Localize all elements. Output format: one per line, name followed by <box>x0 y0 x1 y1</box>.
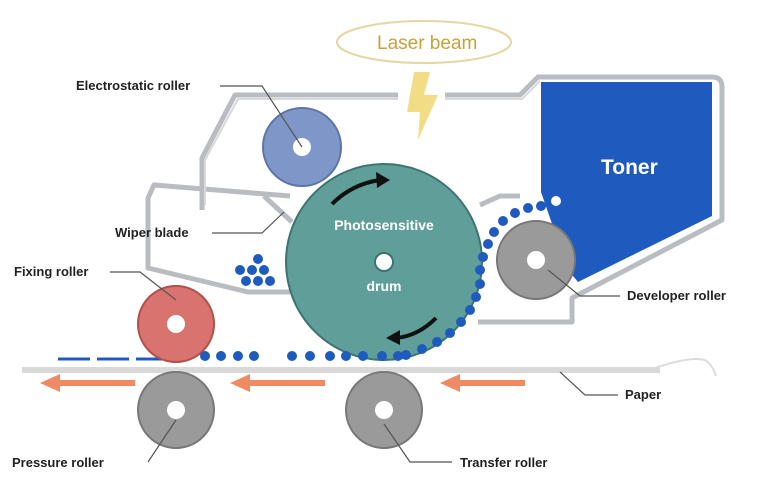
wiper-blade <box>262 194 294 224</box>
laser-beam-label: Laser beam <box>377 33 477 54</box>
drum-label-line2: drum <box>367 278 402 294</box>
label-pressure-roller: Pressure roller <box>12 455 104 470</box>
arrow-head-icon <box>386 330 400 345</box>
drum-label-line1: Photosensitive <box>334 217 434 233</box>
printer-housing-inner <box>204 80 541 205</box>
arrow-left-icon <box>40 374 135 392</box>
paper-feed-arrows <box>40 374 525 392</box>
toner-particle-outline <box>549 194 563 208</box>
transfer-roller-hub <box>375 401 393 419</box>
toner-hopper <box>541 82 712 282</box>
developer-roller-hub <box>527 251 545 269</box>
label-wiper-blade: Wiper blade <box>115 225 189 240</box>
laser-beam-callout <box>336 20 512 64</box>
label-fixing-roller: Fixing roller <box>14 264 88 279</box>
printer-housing <box>145 74 725 325</box>
drum-hub <box>374 252 394 272</box>
label-electrostatic-roller: Electrostatic roller <box>76 78 190 93</box>
arrow-head-icon <box>376 172 390 188</box>
laser-bolt-icon <box>407 72 438 140</box>
toner-label: Toner <box>601 156 658 179</box>
label-developer-roller: Developer roller <box>627 288 726 303</box>
toner-particles <box>200 201 546 361</box>
arrow-left-icon <box>230 374 325 392</box>
fixing-roller-hub <box>167 315 185 333</box>
label-paper: Paper <box>625 387 661 402</box>
arrow-left-icon <box>440 374 525 392</box>
pressure-roller-hub <box>167 401 185 419</box>
rotation-arrow-icon <box>330 178 381 206</box>
leader-lines <box>110 85 620 463</box>
paper-sheet <box>22 358 717 377</box>
label-transfer-roller: Transfer roller <box>460 455 547 470</box>
